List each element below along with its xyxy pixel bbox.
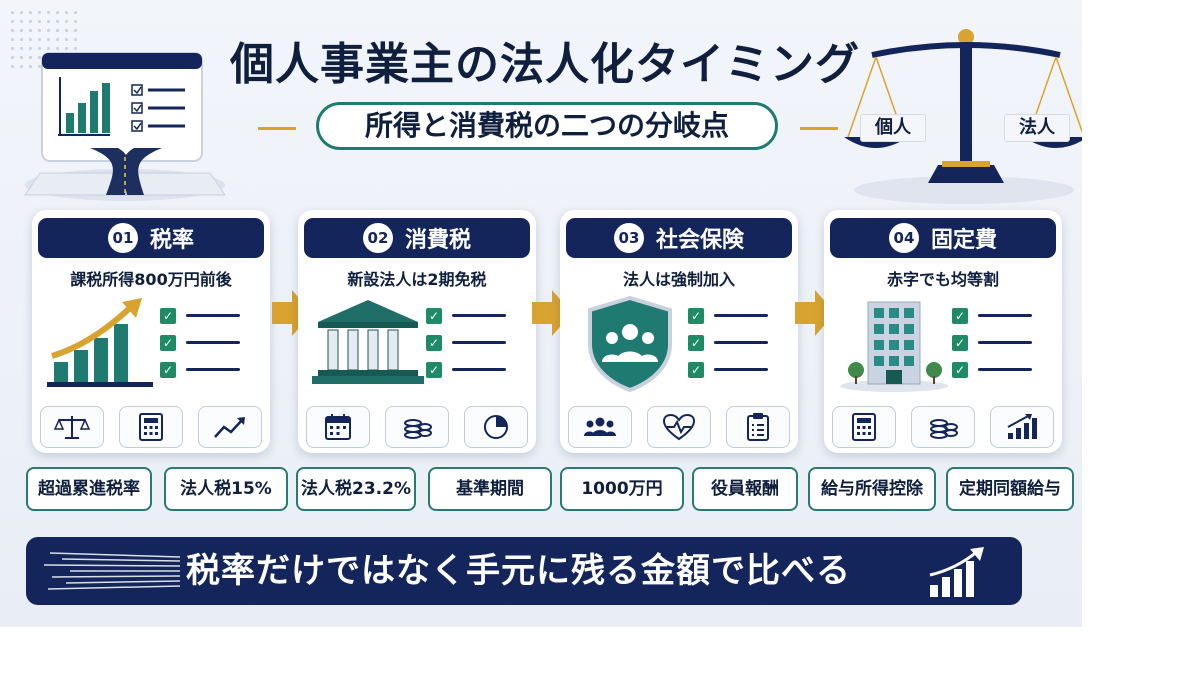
bar-chart-up-icon bbox=[929, 547, 984, 597]
subtitle-pill: 所得と消費税の二つの分岐点 bbox=[316, 102, 778, 150]
panel-consumption-tax: 02 消費税 新設法人は2期免税 ✓ ✓ ✓ bbox=[298, 210, 536, 453]
panel-number-badge: 01 bbox=[107, 223, 138, 253]
panel-social-insurance: 03 社会保険 法人は強制加入 ✓ ✓ ✓ bbox=[560, 210, 798, 453]
check-icon: ✓ bbox=[952, 307, 968, 324]
panel-number-badge: 02 bbox=[362, 223, 393, 253]
balance-scale-illustration bbox=[844, 29, 1082, 204]
coins-icon bbox=[385, 406, 449, 448]
check-icon: ✓ bbox=[952, 334, 968, 351]
checklist: ✓ ✓ ✓ bbox=[952, 302, 1057, 383]
panel-title: 固定費 bbox=[930, 228, 997, 253]
panel-header: 04 固定費 bbox=[830, 218, 1056, 258]
panel-icon-row bbox=[40, 406, 262, 448]
banner-text: 税率だけではなく手元に残る金額で比べる bbox=[186, 551, 851, 591]
scale-icon bbox=[40, 406, 104, 448]
check-icon: ✓ bbox=[160, 334, 176, 351]
check-icon: ✓ bbox=[426, 361, 442, 378]
infographic: 個人事業主の法人化タイミング 所得と消費税の二つの分岐点 個人 法人 01 税率… bbox=[0, 0, 1082, 627]
check-icon: ✓ bbox=[952, 361, 968, 378]
panel-title: 社会保険 bbox=[655, 228, 744, 253]
heartbeat-icon bbox=[647, 406, 711, 448]
panel-fixed-cost: 04 固定費 赤字でも均等割 ✓ ✓ ✓ bbox=[824, 210, 1062, 453]
panel-tax-rate: 01 税率 課税所得800万円前後 ✓ ✓ ✓ bbox=[32, 210, 270, 453]
panel-number-badge: 04 bbox=[888, 223, 919, 253]
bar-chart-icon bbox=[990, 406, 1054, 448]
scale-label-individual: 個人 bbox=[860, 114, 926, 142]
tag-10-million-yen: 1000万円 bbox=[560, 467, 684, 511]
checklist: ✓ ✓ ✓ bbox=[160, 302, 265, 383]
panel-subtitle: 新設法人は2期免税 bbox=[347, 270, 487, 289]
check-icon: ✓ bbox=[160, 361, 176, 378]
panel-icon-row bbox=[568, 406, 790, 448]
panel-title: 消費税 bbox=[404, 228, 471, 253]
panel-header: 01 税率 bbox=[38, 218, 264, 258]
calendar-icon bbox=[306, 406, 370, 448]
pie-chart-icon bbox=[464, 406, 528, 448]
calculator-icon bbox=[119, 406, 183, 448]
panel-header: 02 消費税 bbox=[304, 218, 530, 258]
tag-base-period: 基準期間 bbox=[428, 467, 552, 511]
conclusion-banner: 税率だけではなく手元に残る金額で比べる bbox=[26, 537, 1022, 605]
scale-label-corporation: 法人 bbox=[1004, 114, 1070, 142]
tag-salary-income-deduction: 給与所得控除 bbox=[808, 467, 936, 511]
panel-header: 03 社会保険 bbox=[566, 218, 792, 258]
subtitle-left-line bbox=[258, 127, 296, 130]
tag-corporate-tax-15: 法人税15% bbox=[164, 467, 288, 511]
calculator-icon bbox=[832, 406, 896, 448]
panel-subtitle: 課税所得800万円前後 bbox=[70, 270, 232, 289]
trend-up-icon bbox=[198, 406, 262, 448]
check-icon: ✓ bbox=[426, 307, 442, 324]
checklist: ✓ ✓ ✓ bbox=[426, 302, 531, 383]
clipboard-icon bbox=[726, 406, 790, 448]
page-title: 個人事業主の法人化タイミング bbox=[230, 39, 860, 90]
panel-subtitle: 赤字でも均等割 bbox=[886, 270, 999, 289]
monitor-road-illustration bbox=[24, 52, 226, 201]
speed-lines-icon bbox=[43, 552, 181, 590]
checklist: ✓ ✓ ✓ bbox=[688, 302, 793, 383]
panel-icon-row bbox=[832, 406, 1054, 448]
panel-number-badge: 03 bbox=[613, 223, 644, 253]
shield-people-illustration bbox=[588, 295, 672, 393]
check-icon: ✓ bbox=[688, 334, 704, 351]
people-icon bbox=[568, 406, 632, 448]
bar-chart-up-arrow-illustration bbox=[47, 298, 153, 387]
check-icon: ✓ bbox=[160, 307, 176, 324]
tag-executive-compensation: 役員報酬 bbox=[692, 467, 798, 511]
subtitle-group: 所得と消費税の二つの分岐点 bbox=[258, 102, 838, 152]
tag-progressive-tax: 超過累進税率 bbox=[26, 467, 152, 511]
panel-subtitle: 法人は強制加入 bbox=[622, 270, 735, 289]
government-building-illustration bbox=[312, 300, 424, 384]
office-building-illustration bbox=[840, 301, 948, 392]
check-icon: ✓ bbox=[688, 307, 704, 324]
panel-icon-row bbox=[306, 406, 528, 448]
coins-icon bbox=[911, 406, 975, 448]
check-icon: ✓ bbox=[688, 361, 704, 378]
check-icon: ✓ bbox=[426, 334, 442, 351]
subtitle-right-line bbox=[800, 127, 838, 130]
tag-corporate-tax-232: 法人税23.2% bbox=[296, 467, 416, 511]
panel-title: 税率 bbox=[149, 228, 194, 253]
tag-fixed-monthly-salary: 定期同額給与 bbox=[946, 467, 1074, 511]
